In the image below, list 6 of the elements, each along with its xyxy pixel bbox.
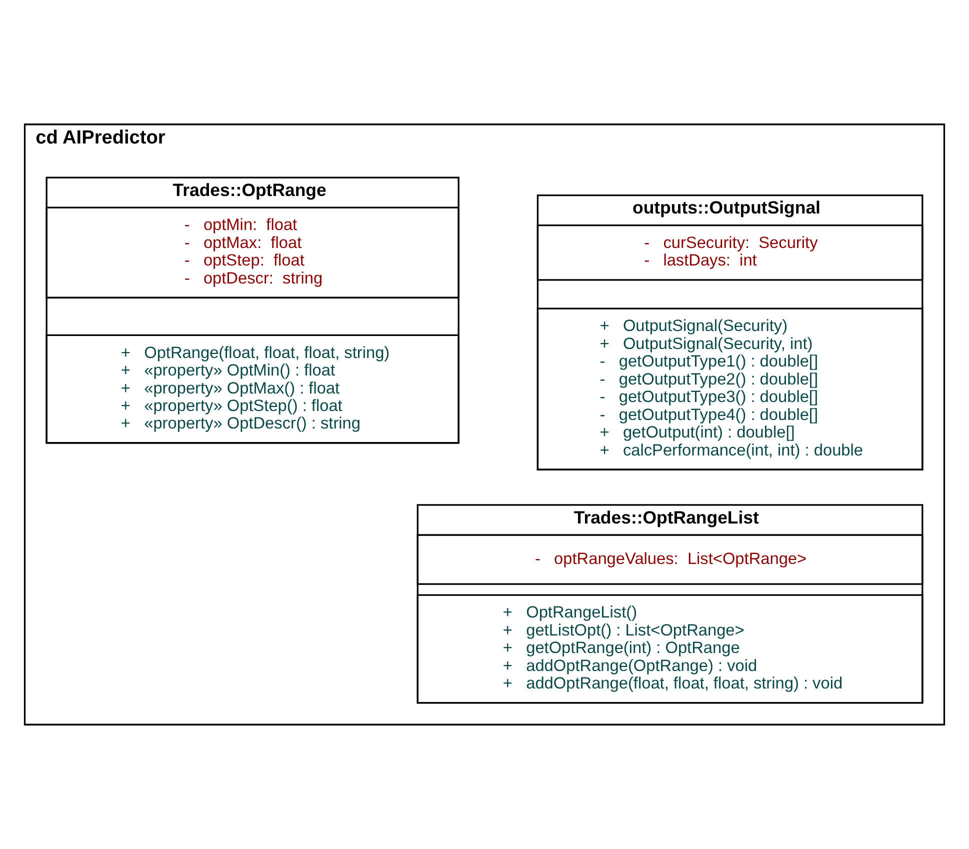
node-box: + OptRangeList() + getListOpt() : List<OptRange> + getOptRange(int) : OptRange + addOptRange(OptRange) : void + addOptRange(float, float, float, string) : void [416, 594, 924, 704]
node-box: + OptRange(float, float, float, string) + «property» OptMin() : float + «property» OptMax() : float + «property» OptStep() : float + «property» OptDescr() : string [46, 334, 460, 444]
node-box: + OutputSignal(Security) + OutputSignal(Security, int) - getOutputType1() : double[] - getOutputType2() : double[] - getOutputType3() : double[] - getOutputType4() : double[] + getOutput(int) : double[] + calcPerformance(int, int) : double [536, 308, 924, 470]
node-box: - optRangeValues: List<OptRange> [416, 534, 924, 585]
node-box: - optMin: float - optMax: float - optStep: float - optDescr: string [46, 206, 460, 298]
node-box: - curSecurity: Security - lastDays: int [536, 224, 924, 281]
